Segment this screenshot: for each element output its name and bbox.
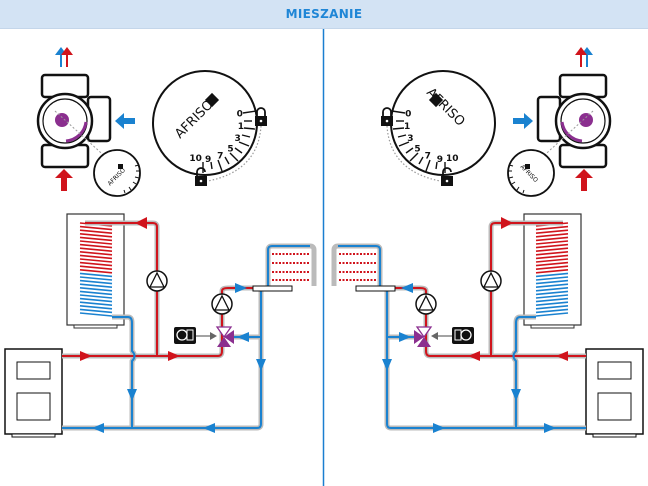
page-title: MIESZANIE bbox=[285, 7, 363, 21]
dial-scale-5: 5 bbox=[227, 145, 233, 155]
dial-scale-7: 7 bbox=[425, 152, 431, 162]
lock-icon bbox=[381, 107, 393, 126]
dial-scale-10: 10 bbox=[189, 154, 202, 164]
dial-scale-10: 10 bbox=[446, 154, 459, 164]
dial-scale-7: 7 bbox=[217, 152, 223, 162]
dial-scale-3: 3 bbox=[407, 134, 413, 144]
dial-scale-0: 0 bbox=[237, 110, 243, 120]
dial-scale-3: 3 bbox=[234, 134, 240, 144]
dial-scale-9: 9 bbox=[437, 155, 443, 165]
dial-scale-9: 9 bbox=[205, 155, 211, 165]
right-panel bbox=[334, 45, 643, 437]
dial-scale-1: 1 bbox=[404, 122, 410, 132]
header-bar: MIESZANIE bbox=[0, 0, 648, 29]
dial-scale-1: 1 bbox=[238, 122, 244, 132]
lock-icon bbox=[255, 107, 267, 126]
unlock-icon bbox=[441, 167, 453, 186]
left-panel bbox=[5, 45, 314, 437]
unlock-icon bbox=[195, 167, 207, 186]
dial-scale-0: 0 bbox=[405, 110, 411, 120]
dial-scale-5: 5 bbox=[414, 145, 420, 155]
